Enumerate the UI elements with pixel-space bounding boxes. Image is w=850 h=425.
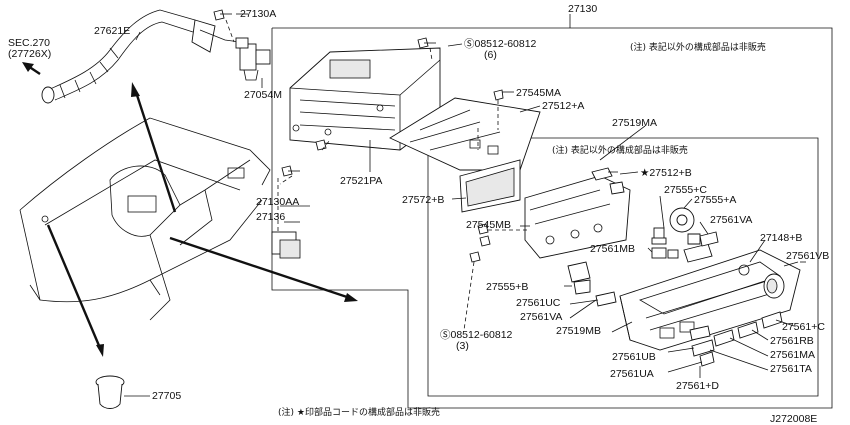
- buttons-27555b: [567, 261, 591, 295]
- hose-27621e: [41, 9, 241, 104]
- ring-27555a: [669, 207, 701, 245]
- label-27519mb: 27519MB: [556, 325, 601, 337]
- buttons-27561va-right: [683, 231, 719, 263]
- label-27545mb: 27545MB: [466, 219, 511, 231]
- clip-27705: [95, 375, 150, 409]
- label-27561vb: 27561VB: [786, 250, 829, 262]
- label-27130: 27130: [568, 3, 597, 15]
- label-27561c: 27561+C: [782, 321, 825, 333]
- dashboard-illustration: [19, 117, 271, 321]
- label-27561ta: 27561TA: [770, 363, 812, 375]
- label-27561ua: 27561UA: [610, 368, 654, 380]
- label-27512a: 27512+A: [542, 100, 584, 112]
- label-27555a: 27555+A: [694, 194, 736, 206]
- part-labels: SEC.270 (27726X) 27130 27621E 27130A 270…: [8, 3, 829, 425]
- label-27561d: 27561+D: [676, 380, 719, 392]
- screw-27130aa: [279, 165, 300, 185]
- label-27561ma: 27561MA: [770, 349, 815, 361]
- label-27519ma: 27519MA: [612, 117, 657, 129]
- buttons-27561uc: [595, 291, 617, 307]
- label-27561rb: 27561RB: [770, 335, 814, 347]
- label-27561va-right: 27561VA: [710, 214, 752, 226]
- label-27561va-left: 27561VA: [520, 311, 562, 323]
- label-27572b: 27572+B: [402, 194, 444, 206]
- label-27555b: 27555+B: [486, 281, 528, 293]
- screws-top: [315, 37, 436, 151]
- label-27621e: 27621E: [94, 25, 130, 37]
- knob-27561vb: [763, 261, 799, 299]
- label-screw-top-code: Ⓢ08512-60812: [464, 38, 537, 50]
- label-27148b: 27148+B: [760, 232, 802, 244]
- label-27555c: 27555+C: [664, 184, 707, 196]
- circuit-board-27512a: [389, 89, 541, 171]
- outer-frame: [271, 27, 833, 409]
- bracket-27136: [271, 178, 301, 259]
- label-screw-bot-qty: (3): [456, 340, 469, 352]
- screw-bottom: [463, 251, 481, 331]
- label-27130aa: 27130AA: [256, 196, 299, 208]
- leader-lines: [135, 13, 806, 378]
- label-27705: 27705: [152, 390, 181, 402]
- label-27561ub: 27561UB: [612, 351, 656, 363]
- diagram-id: J272008E: [770, 413, 817, 425]
- screw-27545mb: [477, 223, 528, 247]
- knob-27555c: [651, 227, 667, 245]
- note-bottom: (注) ★印部品コードの構成部品は非販売: [278, 406, 440, 418]
- label-27561uc: 27561UC: [516, 297, 561, 309]
- label-27545ma: 27545MA: [516, 87, 561, 99]
- label-27136: 27136: [256, 211, 285, 223]
- label-screw-top-qty: (6): [484, 49, 497, 61]
- display-unit-27521pa: [289, 47, 441, 172]
- buttons-27561mb: [651, 247, 679, 259]
- sec-ref-line2: (27726X): [8, 48, 51, 60]
- label-27561mb: 27561MB: [590, 243, 635, 255]
- label-27130a: 27130A: [240, 8, 276, 20]
- lcd-27572b: [451, 159, 521, 213]
- circuit-board-27512b: [524, 167, 631, 259]
- label-27054m: 27054M: [244, 89, 282, 101]
- label-27521pa: 27521PA: [340, 175, 382, 187]
- note-inner: (注) 表記以外の構成部品は非販売: [552, 144, 688, 156]
- screw-27130a: [213, 9, 235, 43]
- inner-frame: [427, 137, 819, 397]
- sec-ref-line1: SEC.270: [8, 37, 50, 49]
- pointer-arrows: [22, 62, 358, 357]
- label-27512b: ★27512+B: [640, 167, 692, 179]
- note-top-right: (注) 表記以外の構成部品は非販売: [630, 41, 766, 53]
- sensor-27054m: [235, 37, 271, 81]
- label-screw-bot-code: Ⓢ08512-60812: [440, 329, 513, 341]
